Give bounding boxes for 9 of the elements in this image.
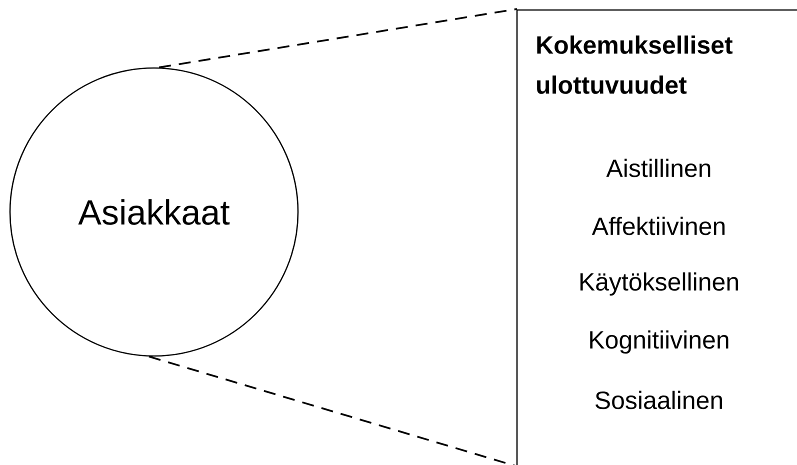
list-item: Affektiivinen bbox=[592, 216, 725, 236]
list-item: Käytöksellinen bbox=[580, 272, 738, 296]
list-item: Kognitiivinen bbox=[590, 330, 728, 354]
connector-line bbox=[148, 356, 518, 465]
circle-node: Asiakkaat bbox=[9, 67, 299, 357]
list-item: Sosiaalinen bbox=[596, 390, 722, 410]
connector-line bbox=[158, 8, 518, 68]
list-item: Aistillinen bbox=[606, 158, 710, 178]
heading: Kokemukselliset ulottuvuudet bbox=[537, 36, 733, 94]
